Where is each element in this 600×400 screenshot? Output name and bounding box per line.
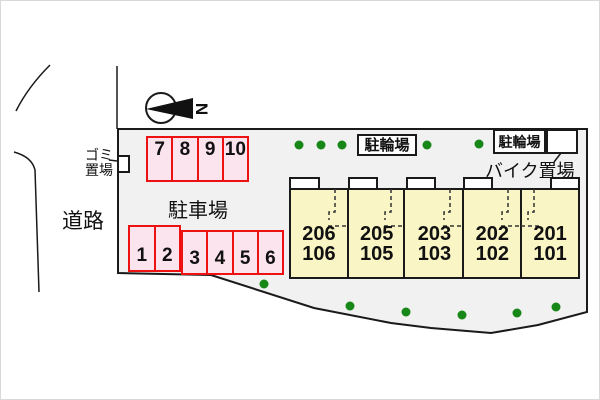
tree-dot bbox=[259, 279, 269, 289]
unit-201-101: 201 101 bbox=[533, 223, 567, 265]
parking-space-9: 9 bbox=[199, 138, 224, 180]
parking-space-8: 8 bbox=[173, 138, 199, 180]
motorcycle-box bbox=[546, 129, 578, 154]
tree-dot bbox=[512, 308, 522, 318]
tree-dot bbox=[457, 310, 467, 320]
parking-row-bottom-right: 3 4 5 6 bbox=[181, 230, 284, 275]
entrance-porches bbox=[289, 177, 580, 190]
tree-dot bbox=[474, 139, 484, 149]
tree-dot bbox=[551, 302, 561, 312]
bicycle-parking-label-right: 駐輪場 bbox=[493, 129, 546, 154]
tree-dot bbox=[401, 307, 411, 317]
bike-storage-label: バイク置場 bbox=[485, 161, 575, 181]
tree-dots bbox=[259, 139, 561, 320]
parking-row-top: 7 8 9 10 bbox=[146, 136, 249, 182]
parking-space-4: 4 bbox=[208, 232, 234, 273]
parking-space-2: 2 bbox=[161, 245, 173, 266]
tree-dot bbox=[422, 140, 432, 150]
bicycle-parking-label-center: 駐輪場 bbox=[357, 134, 417, 156]
parking-space-5: 5 bbox=[234, 232, 259, 273]
tree-dot bbox=[337, 140, 347, 150]
road-edge-lower bbox=[13, 151, 40, 293]
parking-row-bottom-left: 1 2 bbox=[128, 225, 181, 272]
tree-dot bbox=[345, 301, 355, 311]
parking-space-1: 1 bbox=[130, 227, 156, 270]
stair-dashed-symbols bbox=[328, 189, 541, 227]
tree-dot bbox=[294, 140, 304, 150]
parking-space-7: 7 bbox=[148, 138, 174, 180]
parking-space-6: 6 bbox=[265, 248, 276, 269]
parking-space-3: 3 bbox=[183, 232, 209, 273]
garbage-box bbox=[117, 155, 130, 173]
road-edge-upper bbox=[15, 64, 51, 112]
building-outline bbox=[289, 188, 580, 279]
unit-203-103: 203 103 bbox=[417, 223, 452, 265]
north-arrow: N bbox=[145, 92, 211, 124]
bike-storage-leader-line bbox=[553, 152, 562, 163]
unit-205-105: 205 105 bbox=[360, 223, 394, 265]
garbage-leader-line bbox=[108, 159, 118, 162]
parking-lot-label: 駐車場 bbox=[168, 200, 228, 222]
building-unit-dividers bbox=[347, 189, 522, 278]
north-label: N bbox=[192, 103, 211, 115]
unit-206-106: 206 106 bbox=[302, 223, 336, 265]
tree-dot bbox=[316, 140, 326, 150]
unit-202-102: 202 102 bbox=[475, 223, 509, 265]
garbage-area-label: ゴミ 置場 bbox=[85, 147, 113, 178]
building-units: 206 106 205 105 203 103 202 102 201 101 bbox=[290, 189, 579, 278]
parking-space-10: 10 bbox=[224, 139, 246, 160]
road-label: 道路 bbox=[62, 210, 104, 233]
